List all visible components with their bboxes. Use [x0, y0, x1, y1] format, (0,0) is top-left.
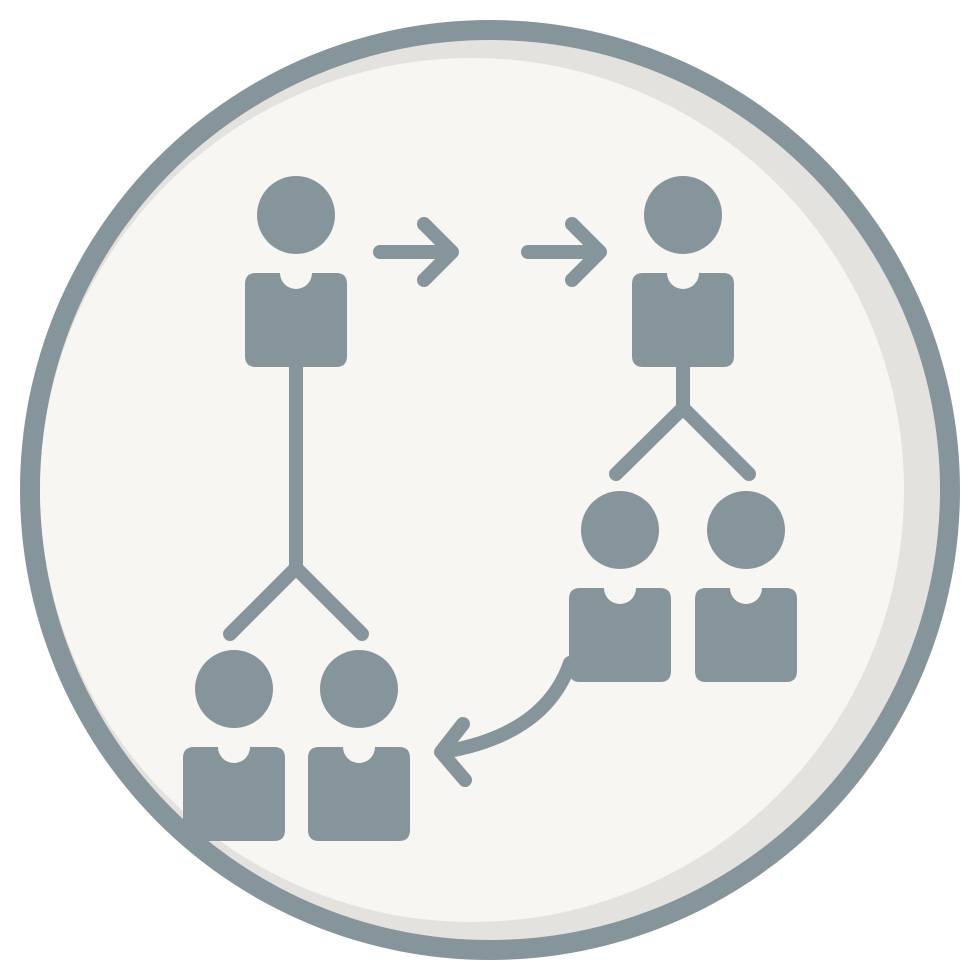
right-arrow-icon-1 [373, 217, 459, 287]
inner-disc [40, 58, 904, 922]
connector-group [223, 217, 756, 787]
right-arrow-icon-2 [521, 217, 607, 287]
branch-connector-left [223, 345, 369, 641]
curved-arrow-icon [434, 656, 577, 787]
branch-connector-right [609, 337, 756, 481]
